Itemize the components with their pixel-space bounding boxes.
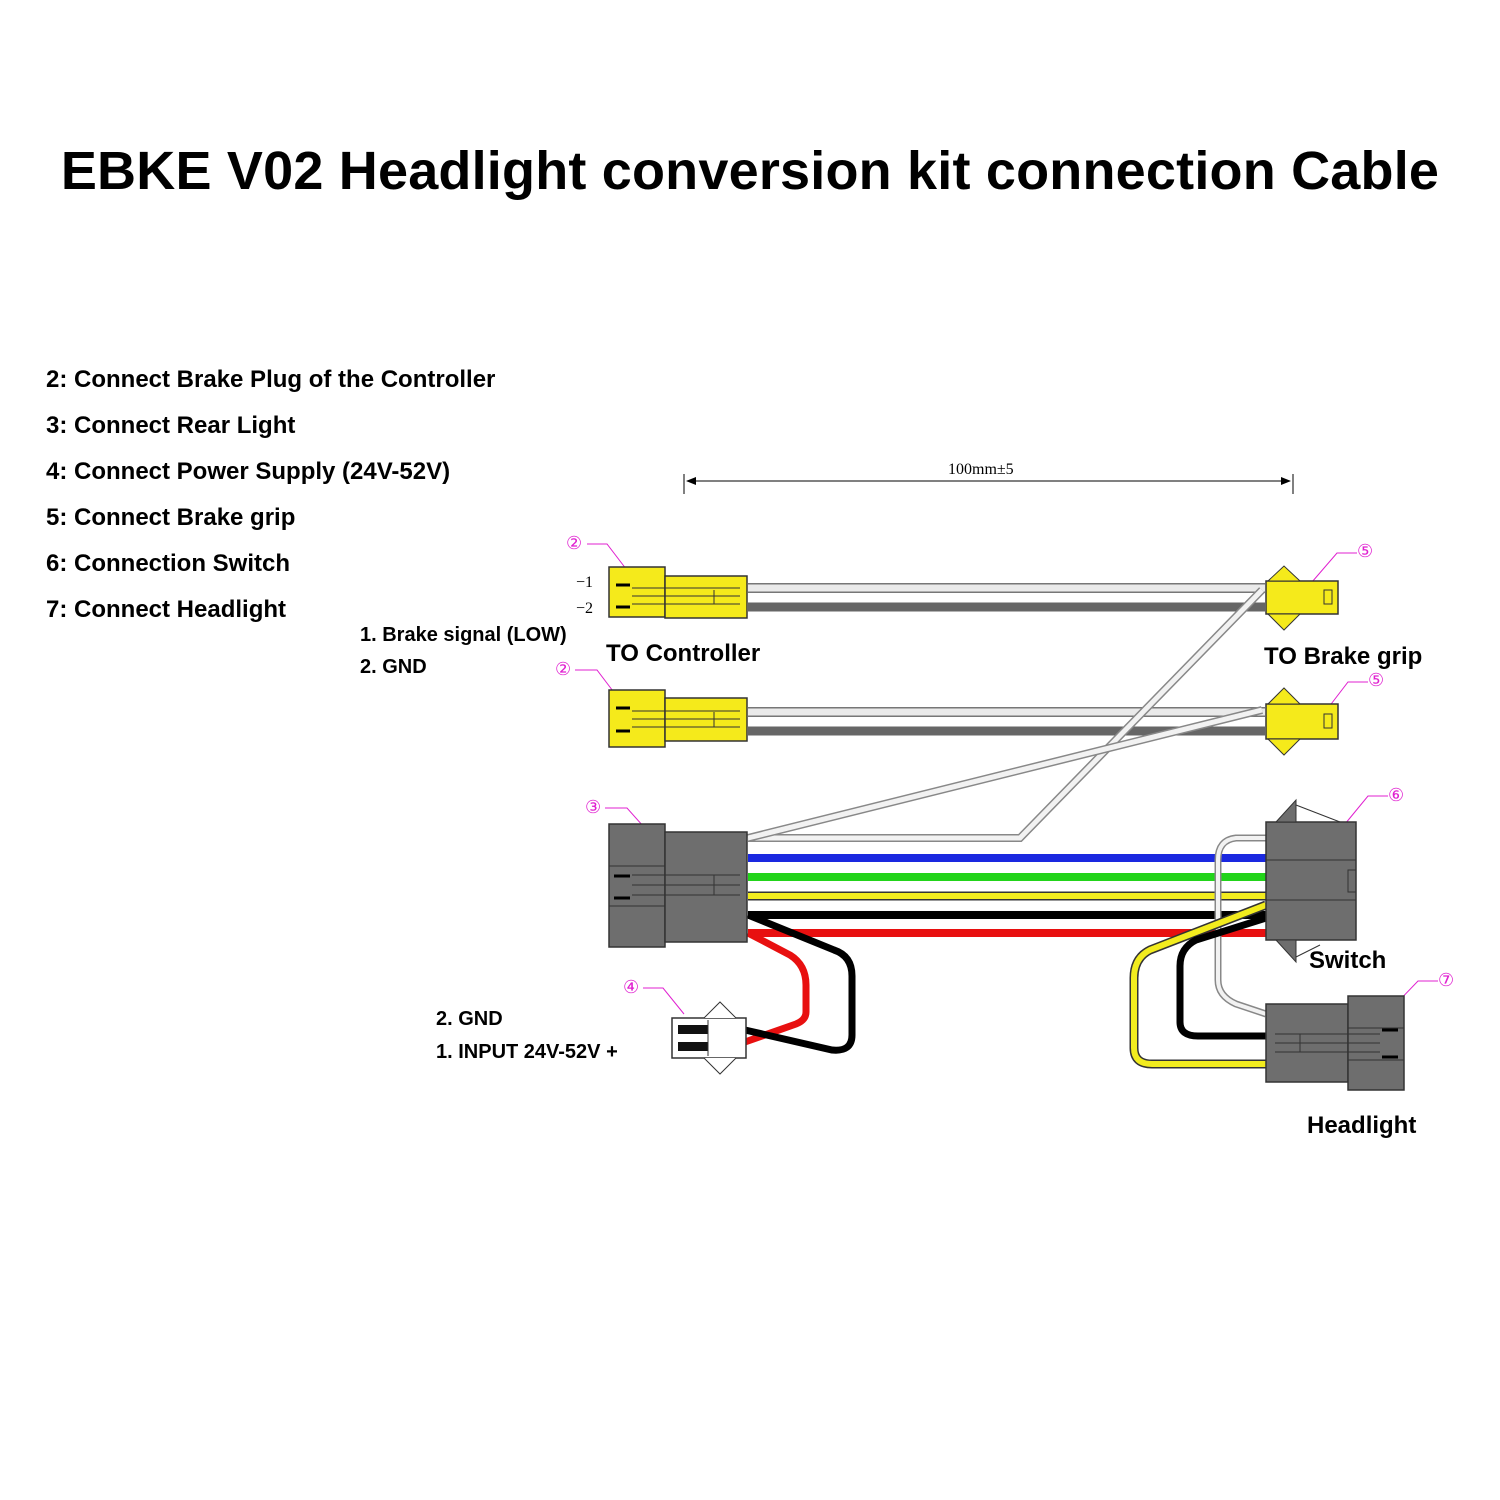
controller-connector-top <box>608 566 666 618</box>
headlight-connector <box>1265 995 1405 1091</box>
dimension-line <box>683 474 1294 494</box>
headlight-black-wire <box>1176 914 1268 1040</box>
callout-7: ⑦ <box>1438 970 1455 991</box>
brake-signal-wires <box>747 587 1265 842</box>
callout-6: ⑥ <box>1388 785 1405 806</box>
pin-mark-1: −1 <box>576 574 594 591</box>
power-black-wire <box>744 911 856 1054</box>
callout-5-top: ⑤ <box>1357 541 1374 562</box>
brake-pin1-label: 1. Brake signal (LOW) <box>360 624 567 646</box>
to-controller-label: TO Controller <box>606 640 761 667</box>
callout-4: ④ <box>623 977 640 998</box>
power-red-wire <box>743 929 810 1046</box>
legend-item: 7: Connect Headlight <box>46 596 287 623</box>
callout-2-top: ② <box>566 533 583 554</box>
power-pin2-label: 2. GND <box>436 1008 503 1030</box>
power-pin1-label: 1. INPUT 24V-52V + <box>436 1041 618 1063</box>
legend-list: 2: Connect Brake Plug of the Controller … <box>46 364 495 640</box>
page-title: EBKE V02 Headlight conversion kit connec… <box>60 141 1440 201</box>
callout-5-bottom: ⑤ <box>1368 670 1385 691</box>
headlight-yellow-wire <box>1131 902 1268 1067</box>
legend-item: 5: Connect Brake grip <box>46 504 296 531</box>
harness-wires <box>743 834 1268 1069</box>
legend-item: 4: Connect Power Supply (24V-52V) <box>46 458 451 485</box>
callout-2-bottom: ② <box>555 659 572 680</box>
callout-3: ③ <box>585 797 602 818</box>
to-brake-grip-label: TO Brake grip <box>1264 643 1423 670</box>
legend-item: 2: Connect Brake Plug of the Controller <box>46 366 496 393</box>
pin-mark-2: −2 <box>576 600 594 617</box>
headlight-label: Headlight <box>1307 1112 1417 1139</box>
power-connector <box>671 1001 747 1075</box>
legend-item: 6: Connection Switch <box>46 550 291 577</box>
brake-grip-connector-top <box>1265 580 1339 615</box>
legend-item: 3: Connect Rear Light <box>46 412 296 439</box>
switch-label: Switch <box>1309 947 1387 974</box>
brake-pin2-label: 2. GND <box>360 656 427 678</box>
switch-connector <box>1265 798 1357 964</box>
brake-cable-top <box>608 565 1339 631</box>
brake-grip-connector-bottom <box>1265 703 1339 740</box>
dimension-label: 100mm±5 <box>948 461 1014 478</box>
rear-light-connector <box>608 823 748 948</box>
